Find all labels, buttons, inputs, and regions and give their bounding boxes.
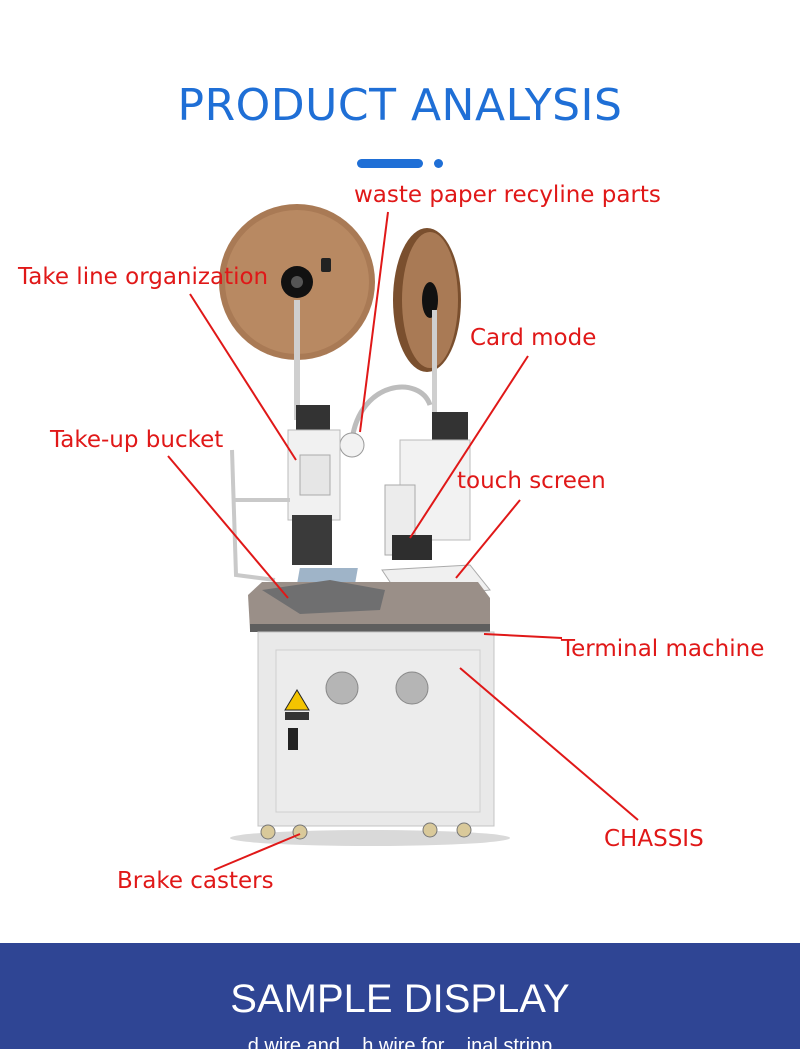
footer-subtitle: ...d wire and ...h wire for ...inal stri…	[231, 1035, 569, 1049]
leader-lines	[167, 211, 639, 871]
leader-chassis	[459, 667, 639, 821]
label-take-line: Take line organization	[18, 264, 269, 290]
leader-brake-casters	[213, 833, 301, 871]
lamp-arm	[349, 384, 433, 441]
footer-title: SAMPLE DISPLAY	[230, 977, 570, 1021]
label-card-mode: Card mode	[470, 325, 597, 351]
lamp-head	[339, 432, 365, 458]
label-take-up-bucket: Take-up bucket	[50, 427, 224, 453]
leader-touch-screen	[455, 499, 521, 579]
reel-left	[219, 204, 375, 360]
leader-take-up-bucket	[167, 455, 289, 599]
chassis-body	[257, 631, 495, 827]
title-underline-bar	[357, 159, 423, 168]
leader-waste-paper	[359, 211, 389, 433]
leader-take-line	[189, 293, 297, 461]
footer-banner: SAMPLE DISPLAY ...d wire and ...h wire f…	[0, 943, 800, 1049]
machine-illustration	[167, 204, 639, 871]
reel-post-right	[432, 310, 437, 420]
reel-post-left	[294, 300, 300, 420]
right-crimp-unit	[384, 412, 471, 560]
label-chassis: CHASSIS	[604, 826, 704, 852]
leader-card-mode	[409, 355, 529, 539]
table-edge	[250, 624, 490, 632]
label-brake-casters: Brake casters	[117, 868, 274, 894]
label-touch-screen: touch screen	[457, 468, 606, 494]
reel-right	[393, 228, 461, 372]
tray	[262, 580, 385, 614]
label-waste-paper: waste paper recyline parts	[354, 182, 661, 208]
label-terminal-machine: Terminal machine	[561, 636, 765, 662]
page-title: PRODUCT ANALYSIS	[177, 80, 623, 131]
take-up-rack	[230, 449, 290, 582]
leader-terminal-machine	[483, 633, 563, 639]
title-underline-dot	[434, 159, 443, 168]
left-crimp-unit	[287, 405, 341, 565]
